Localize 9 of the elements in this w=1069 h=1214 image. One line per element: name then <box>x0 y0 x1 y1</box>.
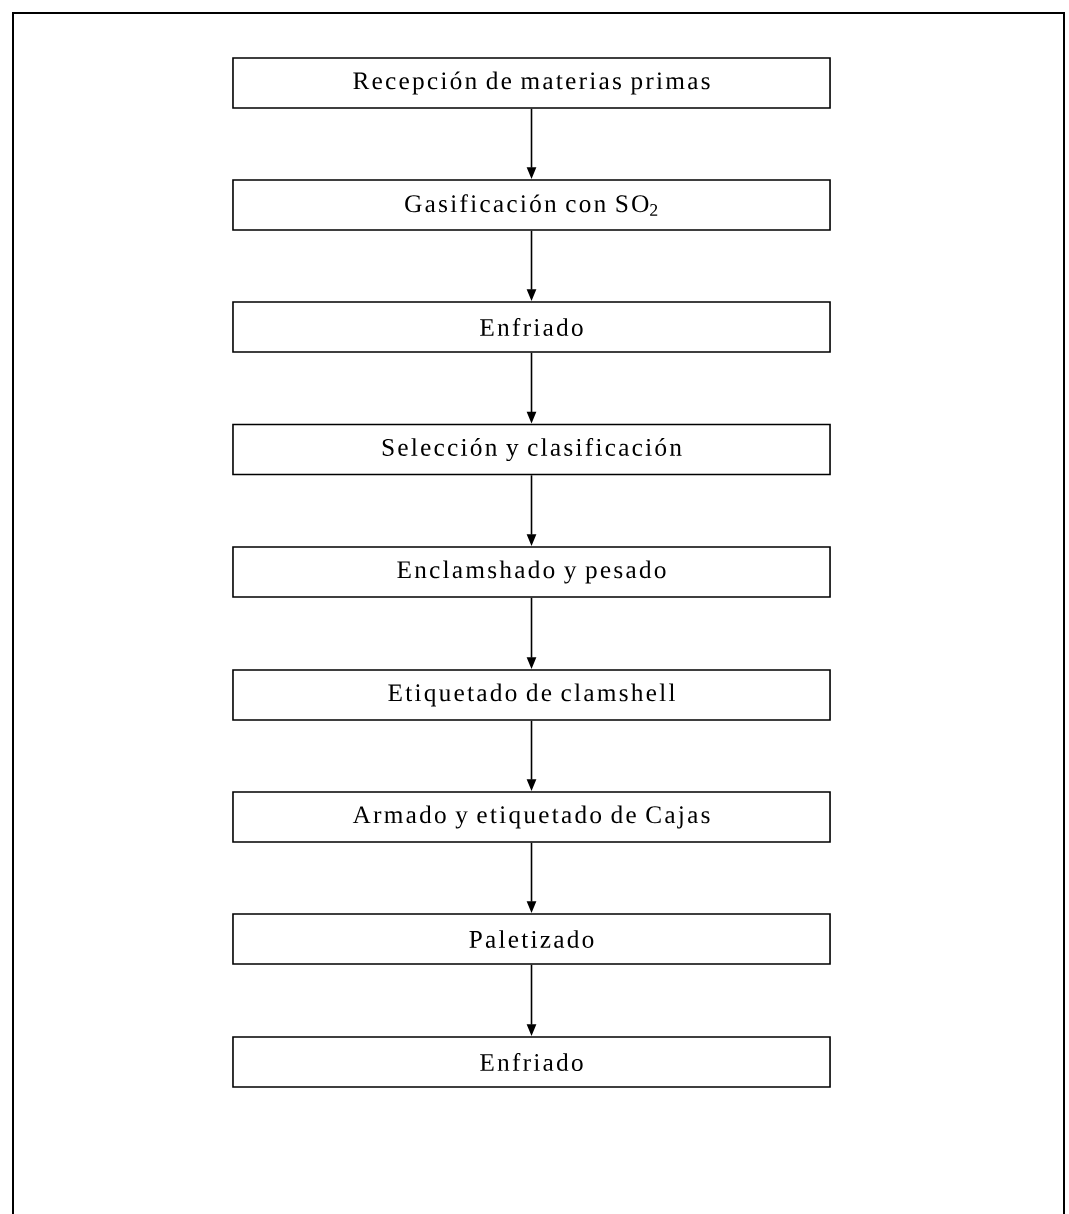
process-box: Enfriado <box>232 301 831 353</box>
process-box: Gasificación con SO$_{2}$ <box>232 179 831 231</box>
process-box: Paletizado <box>232 913 831 965</box>
process-box: Armado y etiquetado de Cajas <box>232 791 831 843</box>
process-box: Enfriado <box>232 1036 831 1088</box>
process-box: Selección y clasificación <box>232 423 831 476</box>
process-box: Recepción de materias primas <box>232 57 831 109</box>
process-box: Etiquetado de clamshell <box>232 669 831 721</box>
process-box: Enclamshado y pesado <box>232 546 831 598</box>
